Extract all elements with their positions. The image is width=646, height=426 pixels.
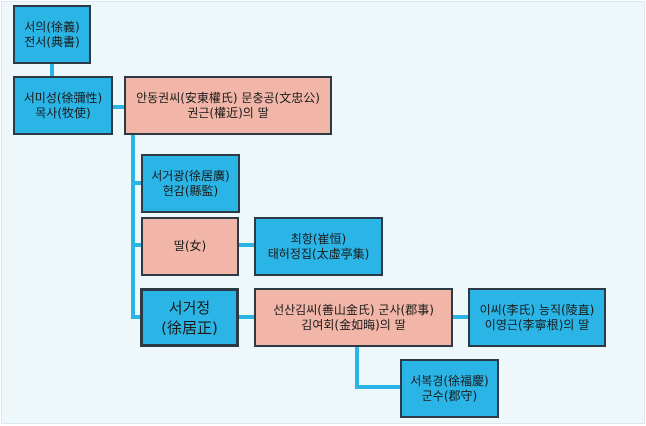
- connector-line: [355, 346, 359, 387]
- node-title: 전서(典書): [24, 34, 80, 49]
- node-seo-bokgyeong: 서복경(徐福慶) 군수(郡守): [400, 359, 499, 418]
- node-hanja: (徐居正): [161, 318, 218, 337]
- connector-line: [112, 105, 124, 109]
- connector-line: [238, 243, 254, 247]
- node-seo-miseong: 서미성(徐彌性) 목사(牧使): [13, 76, 113, 135]
- connector-line: [131, 135, 135, 319]
- node-name: 최항(崔恒): [290, 231, 347, 246]
- node-seo-geogwang: 서거광(徐居廣) 현감(縣監): [141, 154, 240, 213]
- node-andong-gwon: 안동권씨(安東權氏) 문충공(文忠公) 권근(權近)의 딸: [124, 76, 332, 135]
- node-title: 현감(縣監): [162, 183, 219, 198]
- node-name: 안동권씨(安東權氏) 문충공(文忠公): [136, 90, 320, 105]
- connector-line: [238, 315, 254, 319]
- node-title: 권근(權近)의 딸: [187, 105, 269, 120]
- node-seonsan-kim: 선산김씨(善山金氏) 군사(郡事) 김여회(金如晦)의 딸: [254, 288, 453, 347]
- connector-line: [131, 315, 141, 319]
- node-name: 서미성(徐彌性): [23, 90, 103, 105]
- node-seo-geojeong: 서거정 (徐居正): [140, 288, 239, 347]
- node-seo-ui: 서의(徐義) 전서(典書): [13, 5, 91, 64]
- node-name: 서거광(徐居廣): [151, 168, 230, 183]
- node-lee-ssi: 이씨(李氏) 능직(陵直) 이영근(李寧根)의 딸: [468, 288, 606, 347]
- connector-line: [131, 181, 141, 185]
- connector-line: [355, 385, 401, 389]
- node-title: 태허정집(太虛亭集): [267, 246, 370, 261]
- node-title: 목사(牧使): [35, 105, 91, 120]
- node-name: 선산김씨(善山金氏) 군사(郡事): [273, 302, 434, 317]
- node-name: 이씨(李氏) 능직(陵直): [479, 302, 595, 317]
- node-title: 이영근(李寧根)의 딸: [484, 317, 590, 332]
- node-choe-hang: 최항(崔恒) 태허정집(太虛亭集): [254, 217, 383, 276]
- node-name: 서복경(徐福慶): [410, 373, 489, 388]
- connector-line: [452, 315, 468, 319]
- node-name: 딸(女): [173, 239, 207, 253]
- node-name: 서거정: [168, 298, 211, 317]
- node-daughter: 딸(女): [141, 217, 239, 276]
- node-name: 서의(徐義): [24, 19, 80, 34]
- connector-line: [50, 64, 54, 76]
- node-title: 군수(郡守): [421, 388, 478, 403]
- node-title: 김여회(金如晦)의 딸: [301, 317, 406, 332]
- connector-line: [131, 243, 141, 247]
